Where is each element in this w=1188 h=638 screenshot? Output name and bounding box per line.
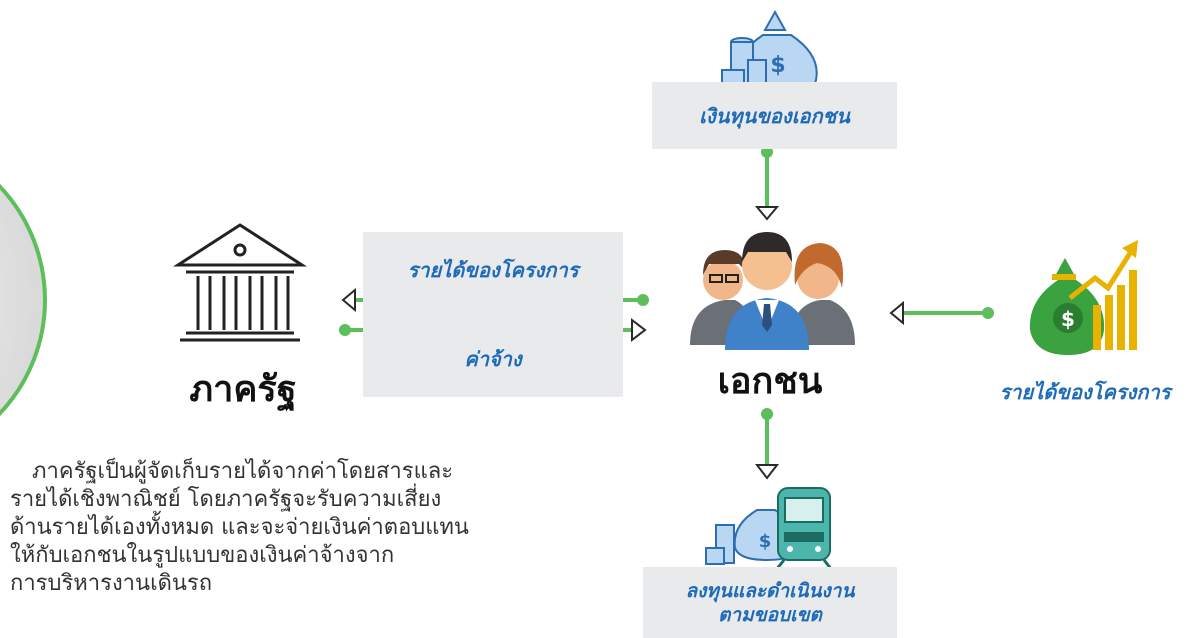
description-line: ภาครัฐเป็นผู้จัดเก็บรายได้จากค่าโดยสารแล… (32, 459, 454, 484)
private-funding-label-box: เงินทุนของเอกชน (652, 82, 897, 149)
government-building-icon (172, 223, 308, 342)
description-line: รายได้เชิงพาณิชย์ โดยภาครัฐจะรับความเสี่… (10, 487, 442, 512)
flow-label-service-fee: ค่าจ้าง (464, 347, 522, 371)
svg-text:$: $ (1061, 307, 1075, 331)
svg-text:$: $ (770, 53, 785, 78)
investment-label-line2: ตามขอบเขต (718, 603, 822, 626)
investment-label-line1: ลงทุนและดำเนินงาน (685, 579, 855, 602)
business-people-icon (690, 232, 855, 350)
arrow-funding-to-private (754, 146, 780, 221)
state-title: ภาครัฐ (189, 369, 297, 410)
description-line: ด้านรายได้เองทั้งหมด และจะจ่ายเงินค่าตอบ… (10, 515, 469, 540)
right-revenue-label: รายได้ของโครงการ (999, 380, 1171, 404)
arrow-right-revenue-to-private (889, 300, 994, 326)
description-paragraph: ภาครัฐเป็นผู้จัดเก็บรายได้จากค่าโดยสารแล… (10, 458, 610, 598)
money-and-train-icon: $ (705, 487, 834, 571)
svg-text:$: $ (759, 531, 772, 552)
decorative-circle (0, 183, 47, 417)
arrow-private-to-investment (754, 408, 780, 480)
private-funding-label: เงินทุนของเอกชน (699, 103, 850, 128)
private-title: เอกชน (717, 361, 823, 402)
money-growth-chart-icon: $ (1029, 240, 1138, 355)
investment-label-box: ลงทุนและดำเนินงาน ตามขอบเขต (643, 567, 897, 638)
description-line: ให้กับเอกชนในรูปแบบของเงินค่าจ้างจาก (10, 543, 395, 568)
flow-label-project-revenue: รายได้ของโครงการ (407, 258, 579, 282)
description-line: การบริหารงานเดินรถ (10, 571, 213, 596)
flow-labels-box: รายได้ของโครงการ ค่าจ้าง (363, 232, 623, 397)
